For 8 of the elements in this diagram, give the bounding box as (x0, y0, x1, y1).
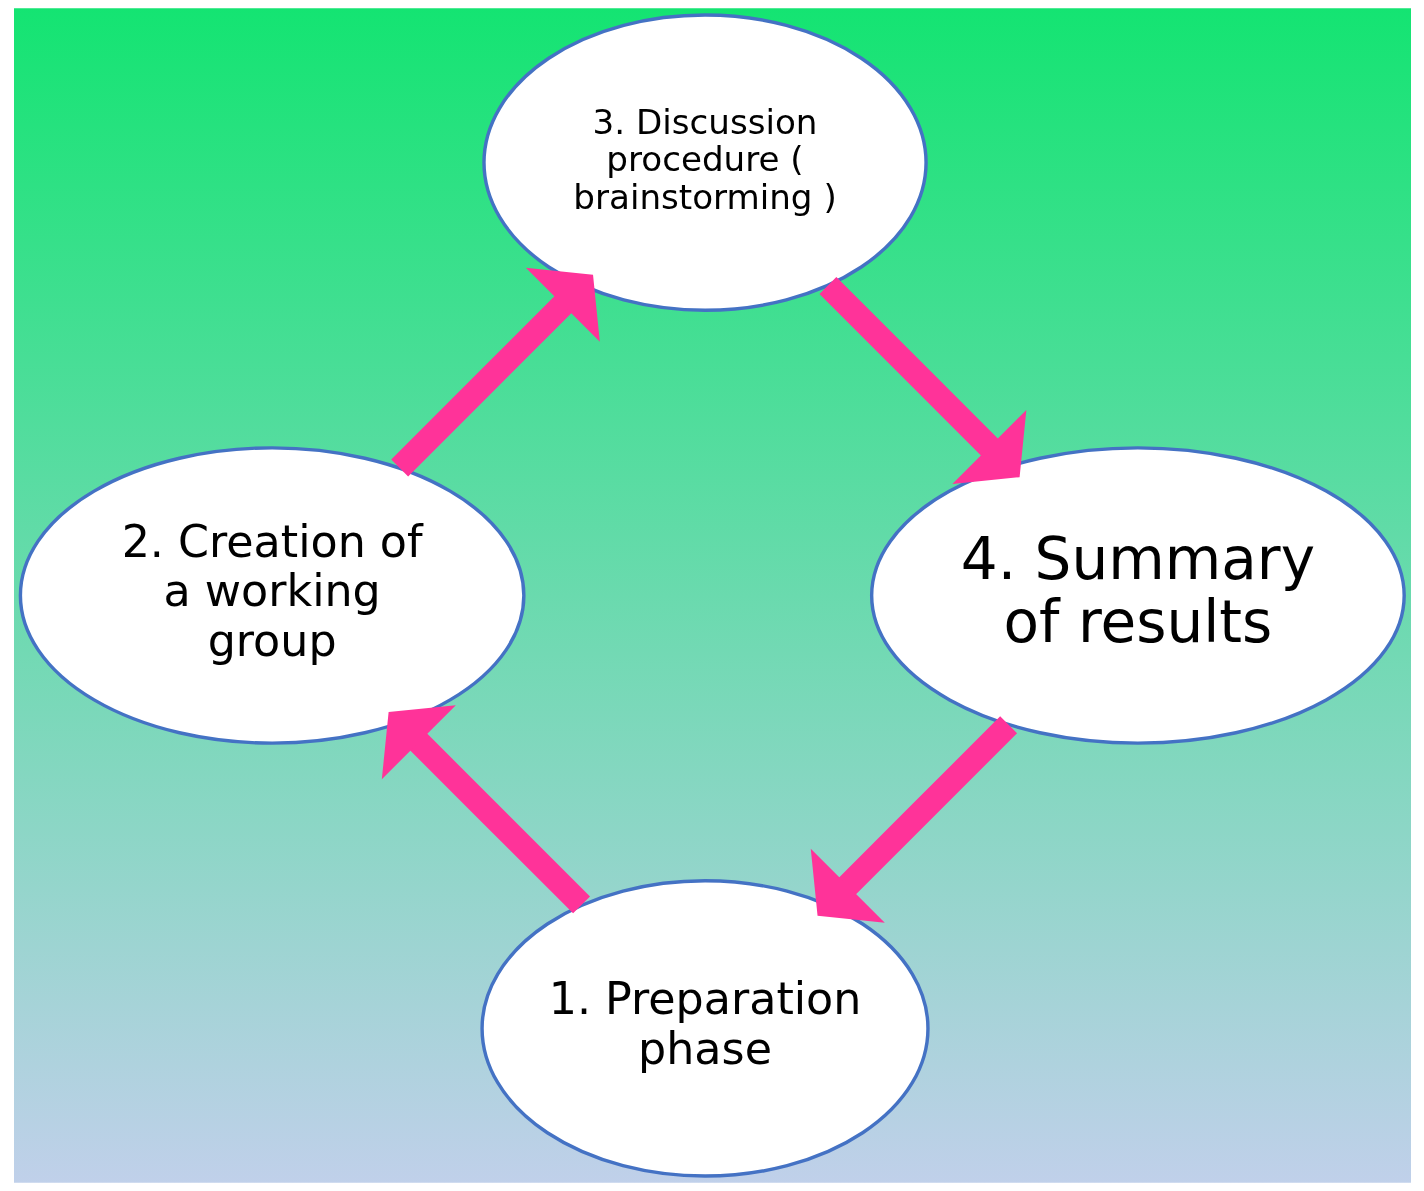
node-ellipse: 2. Creation of a working group (18, 446, 526, 745)
arrow (390, 267, 600, 477)
node-ellipse: 3. Discussion procedure ( brainstorming ) (481, 13, 928, 312)
arrow (818, 277, 1026, 484)
node-ellipse: 1. Preparation phase (479, 879, 930, 1178)
arrow (381, 705, 590, 914)
node-ellipse: 4. Summary of results (869, 446, 1406, 745)
arrow (810, 716, 1017, 923)
